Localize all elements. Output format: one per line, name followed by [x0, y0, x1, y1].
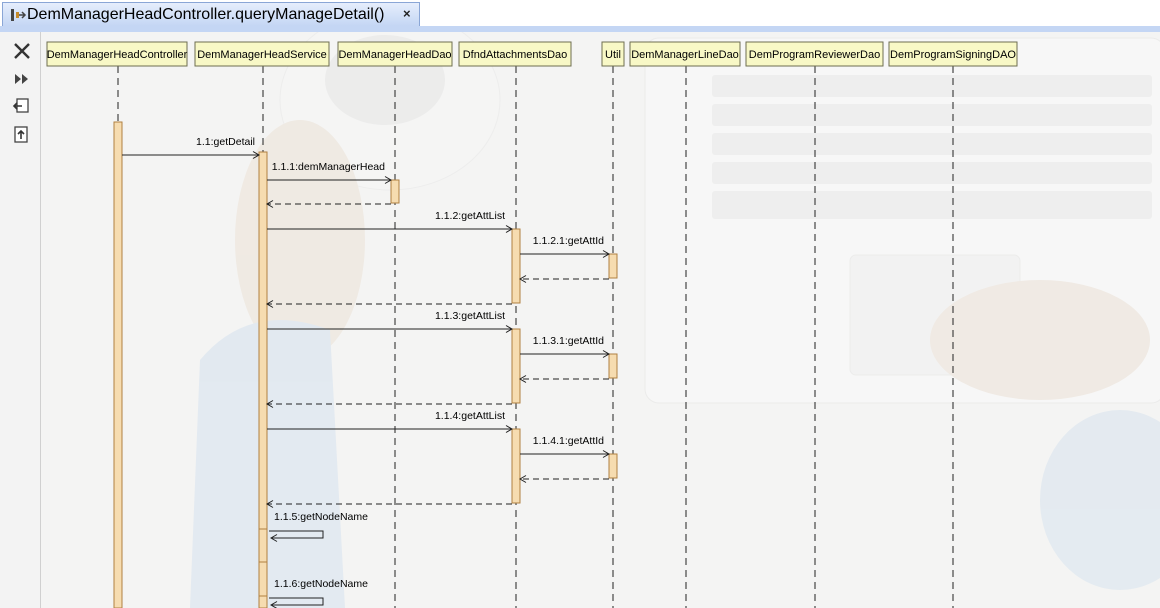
lifeline-header[interactable]: DemManagerHeadService: [194, 41, 330, 67]
lifeline-name: DemManagerLineDao: [631, 49, 739, 61]
message-label: 1.1:getDetail: [196, 136, 255, 148]
tab-underline: [0, 26, 1160, 32]
message-return: [266, 200, 391, 208]
message-call[interactable]: 1.1.2:getAttList: [267, 210, 513, 233]
diagram-tab[interactable]: DemManagerHeadController.queryManageDeta…: [2, 2, 420, 26]
lifeline-header[interactable]: Util: [601, 41, 625, 67]
message-label: 1.1.2.1:getAttId: [533, 235, 604, 247]
message-return: [519, 475, 609, 483]
activation-bar: [390, 179, 400, 204]
arrow-head: [602, 250, 610, 258]
lifeline-header[interactable]: DfndAttachmentsDao: [458, 41, 572, 67]
message-call[interactable]: 1.1.4.1:getAttId: [520, 435, 610, 458]
arrow-head: [602, 350, 610, 358]
arrow-head: [266, 200, 274, 208]
message-label: 1.1.1:demManagerHead: [272, 161, 385, 173]
message-call[interactable]: 1.1:getDetail: [122, 136, 260, 159]
message-self-call[interactable]: 1.1.6:getNodeName: [269, 578, 368, 608]
close-icon[interactable]: [11, 40, 33, 62]
message-call[interactable]: 1.1.4:getAttList: [267, 410, 513, 433]
message-call[interactable]: 1.1.3.1:getAttId: [520, 335, 610, 358]
lifeline-name: DemProgramSigningDAO: [890, 49, 1016, 61]
message-call[interactable]: 1.1.2.1:getAttId: [520, 235, 610, 258]
arrow-head: [384, 176, 392, 184]
lifeline-header-box: [601, 41, 625, 67]
message-return: [266, 500, 512, 508]
arrow-head: [266, 300, 274, 308]
arrow-head: [519, 475, 527, 483]
messages: 1.1:getDetail 1.1.1:demManagerHead 1.1.2:g…: [122, 136, 610, 608]
lifeline-header-box: [745, 41, 884, 67]
diagram-canvas[interactable]: 1.1:getDetail 1.1.1:demManagerHead 1.1.2:g…: [41, 32, 1160, 608]
message-label: 1.1.6:getNodeName: [274, 578, 368, 590]
self-call-arrow: [269, 530, 324, 539]
tab-close-icon[interactable]: ×: [403, 6, 411, 21]
arrow-head: [270, 534, 278, 542]
lifeline-header[interactable]: DemManagerHeadDao: [337, 41, 453, 67]
fast-forward-icon[interactable]: [11, 68, 33, 90]
activations: [113, 121, 618, 608]
activation-bar: [608, 353, 618, 379]
message-label: 1.1.4.1:getAttId: [533, 435, 604, 447]
background-photo: [190, 32, 1160, 608]
activation-bar: [608, 253, 618, 279]
message-return: [266, 300, 512, 308]
lifeline-header[interactable]: DemManagerLineDao: [629, 41, 741, 67]
message-label: 1.1.3:getAttList: [435, 310, 505, 322]
lifeline-header-box: [888, 41, 1018, 67]
activation-bar: [113, 121, 123, 608]
export-icon[interactable]: [11, 123, 33, 145]
self-call-arrow: [269, 597, 324, 606]
lifeline-header-box: [629, 41, 741, 67]
activation-bar: [511, 228, 521, 304]
message-label: 1.1.5:getNodeName: [274, 511, 368, 523]
lifeline-header[interactable]: DemProgramReviewerDao: [745, 41, 884, 67]
activation-bar: [511, 428, 521, 504]
arrow-head: [252, 151, 260, 159]
sequence-diagram-icon: [11, 9, 27, 21]
arrow-head: [505, 325, 513, 333]
lifeline-name: DemManagerHeadService: [197, 49, 327, 61]
arrow-head: [519, 275, 527, 283]
activation-bar: [511, 328, 521, 404]
message-return: [266, 400, 512, 408]
lifeline-header-box: [458, 41, 572, 67]
message-call[interactable]: 1.1.3:getAttList: [267, 310, 513, 333]
lifeline-header-box: [194, 41, 330, 67]
message-self-call[interactable]: 1.1.5:getNodeName: [269, 511, 368, 542]
tab-title: DemManagerHeadController.queryManageDeta…: [27, 6, 385, 23]
lifeline-header-box: [337, 41, 453, 67]
lifeline-headers: DemManagerHeadController DemManagerHeadSe…: [46, 41, 1018, 67]
arrow-head: [266, 400, 274, 408]
message-label: 1.1.3.1:getAttId: [533, 335, 604, 347]
lifeline-header[interactable]: DemProgramSigningDAO: [888, 41, 1018, 67]
arrow-head: [266, 500, 274, 508]
activation-bar: [258, 528, 268, 563]
activation-bar: [258, 151, 268, 608]
sequence-diagram: 1.1:getDetail 1.1.1:demManagerHead 1.1.2:g…: [46, 32, 1160, 608]
arrow-head: [602, 450, 610, 458]
message-return: [519, 275, 609, 283]
lifeline-name: DemManagerHeadController: [47, 49, 188, 61]
lifeline-name: DemProgramReviewerDao: [749, 49, 880, 61]
return-icon[interactable]: [11, 95, 33, 117]
diagram-toolbar: [0, 32, 41, 608]
activation-bar: [258, 595, 268, 608]
arrow-head: [270, 601, 278, 608]
lifeline-name: DemManagerHeadDao: [338, 49, 451, 61]
message-label: 1.1.2:getAttList: [435, 210, 505, 222]
lifeline-name: Util: [605, 49, 621, 61]
arrow-head: [505, 225, 513, 233]
activation-bar: [608, 453, 618, 479]
arrow-head: [505, 425, 513, 433]
lifeline-header[interactable]: DemManagerHeadController: [46, 41, 188, 67]
message-label: 1.1.4:getAttList: [435, 410, 505, 422]
lifeline-header-box: [46, 41, 188, 67]
message-call[interactable]: 1.1.1:demManagerHead: [267, 161, 392, 184]
message-return: [519, 375, 609, 383]
arrow-head: [519, 375, 527, 383]
editor-tab-bar: DemManagerHeadController.queryManageDeta…: [0, 0, 1160, 27]
lifeline-name: DfndAttachmentsDao: [463, 49, 568, 61]
